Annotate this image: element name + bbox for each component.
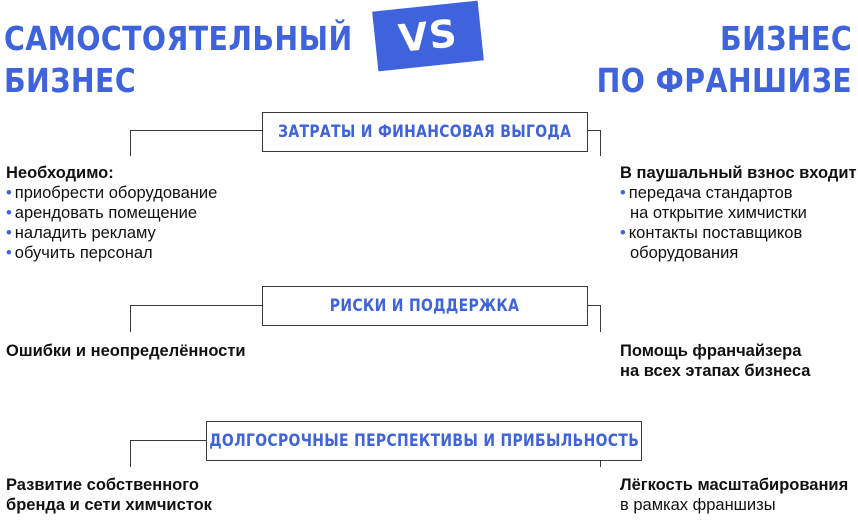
section-2-left-text: Ошибки и неопределённости: [6, 341, 246, 361]
connector-1-left-drop: [130, 130, 131, 156]
connector-3-left-drop: [130, 440, 131, 467]
list-item: •арендовать помещение: [6, 203, 217, 223]
section-3-left-line2: бренда и сети химчисток: [6, 496, 212, 514]
section-1-right-heading: В паушальный взнос входит: [620, 164, 857, 182]
list-item-continuation: на открытие химчистки: [630, 204, 807, 222]
bullet-icon: •: [6, 224, 12, 242]
bullet-icon: •: [6, 184, 12, 202]
list-item-text: приобрести оборудование: [14, 184, 218, 202]
list-item-continuation: оборудования: [630, 244, 739, 262]
right-title-line2: ПО ФРАНШИЗЕ: [596, 61, 852, 100]
left-title-line1: САМОСТОЯТЕЛЬНЫЙ: [4, 19, 353, 58]
left-title-line2: БИЗНЕС: [4, 61, 137, 100]
section-1-box: ЗАТРАТЫ И ФИНАНСОВАЯ ВЫГОДА: [262, 112, 588, 152]
list-item-text: наладить рекламу: [14, 224, 156, 242]
bullet-icon: •: [620, 224, 626, 242]
list-item: •приобрести оборудование: [6, 183, 217, 203]
section-1-right-text: В паушальный взнос входит •передача стан…: [620, 163, 857, 263]
list-item-text: арендовать помещение: [14, 204, 198, 222]
right-title: БИЗНЕС ПО ФРАНШИЗЕ: [596, 18, 852, 102]
section-2-right-line2: на всех этапах бизнеса: [620, 362, 811, 380]
section-2-left-line1: Ошибки и неопределённости: [6, 342, 246, 360]
section-1-left-heading: Необходимо:: [6, 164, 114, 182]
section-2-right-text: Помощь франчайзера на всех этапах бизнес…: [620, 341, 810, 381]
section-1-label: ЗАТРАТЫ И ФИНАНСОВАЯ ВЫГОДА: [278, 122, 572, 142]
list-item: •контакты поставщиков: [620, 223, 857, 243]
section-3-right-line2: в рамках франшизы: [620, 496, 776, 514]
section-3-label: ДОЛГОСРОЧНЫЕ ПЕРСПЕКТИВЫ И ПРИБЫЛЬНОСТЬ: [209, 431, 639, 451]
section-3-box: ДОЛГОСРОЧНЫЕ ПЕРСПЕКТИВЫ И ПРИБЫЛЬНОСТЬ: [206, 421, 642, 461]
connector-2-left-drop: [130, 305, 131, 332]
list-item-text: передача стандартов: [628, 184, 793, 202]
list-item: •обучить персонал: [6, 243, 217, 263]
bullet-icon: •: [6, 244, 12, 262]
section-3-left-text: Развитие собственного бренда и сети химч…: [6, 475, 212, 515]
section-1-left-text: Необходимо: •приобрести оборудование •ар…: [6, 163, 217, 263]
section-2-right-line1: Помощь франчайзера: [620, 342, 802, 360]
section-2-label: РИСКИ И ПОДДЕРЖКА: [330, 296, 520, 316]
left-title: САМОСТОЯТЕЛЬНЫЙ БИЗНЕС: [4, 18, 353, 102]
bullet-icon: •: [620, 184, 626, 202]
section-3-left-line1: Развитие собственного: [6, 476, 199, 494]
right-title-line1: БИЗНЕС: [719, 19, 852, 58]
list-item-text: обучить персонал: [14, 244, 153, 262]
vs-label: VS: [396, 11, 460, 61]
vs-badge: VS: [372, 0, 484, 72]
list-item-text: контакты поставщиков: [628, 224, 803, 242]
bullet-icon: •: [6, 204, 12, 222]
list-item: •передача стандартов: [620, 183, 857, 203]
connector-2-right-drop: [600, 305, 601, 332]
section-3-right-line1: Лёгкость масштабирования: [620, 476, 849, 494]
section-3-right-text: Лёгкость масштабирования в рамках франши…: [620, 475, 848, 515]
connector-1-right-drop: [600, 130, 601, 156]
section-2-box: РИСКИ И ПОДДЕРЖКА: [262, 286, 588, 326]
list-item: •наладить рекламу: [6, 223, 217, 243]
